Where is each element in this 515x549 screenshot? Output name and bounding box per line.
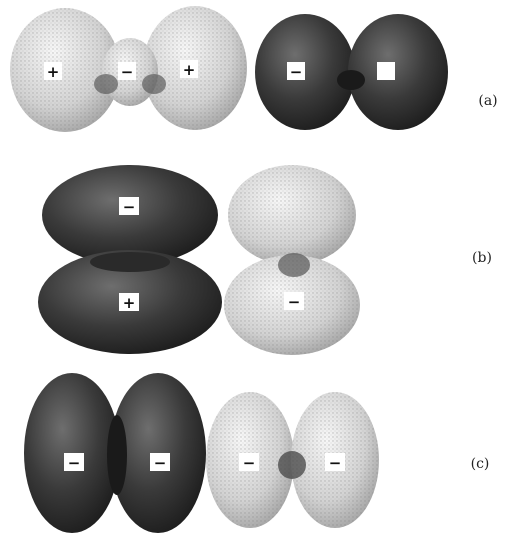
sign-c-4: − bbox=[329, 454, 342, 472]
sign-b-2: + bbox=[123, 294, 136, 312]
orbital-c-dark bbox=[24, 373, 206, 533]
panel-label-c: (c) bbox=[471, 456, 490, 472]
orbital-c-light bbox=[206, 392, 379, 528]
sign-c-1: − bbox=[68, 454, 81, 472]
sign-a-4: − bbox=[290, 63, 303, 81]
panel-b: − + − (b) bbox=[38, 165, 492, 355]
sign-c-3: − bbox=[243, 454, 256, 472]
panel-label-b: (b) bbox=[472, 250, 492, 266]
panel-a: + − + − (a) bbox=[10, 6, 498, 132]
sign-a-2: − bbox=[121, 63, 134, 81]
panel-c: − − − − (c) bbox=[24, 373, 489, 533]
orbital-b-dark bbox=[38, 165, 222, 354]
sign-b-4: − bbox=[288, 293, 301, 311]
panel-label-a: (a) bbox=[478, 93, 497, 109]
sign-a-1: + bbox=[47, 63, 60, 81]
lobe-a-dark-right bbox=[348, 14, 448, 130]
sign-c-2: − bbox=[154, 454, 167, 472]
orbital-a-dark bbox=[255, 14, 448, 130]
orbital-b-light bbox=[224, 165, 360, 355]
sign-a-3: + bbox=[183, 61, 196, 79]
sign-b-1: − bbox=[123, 198, 136, 216]
